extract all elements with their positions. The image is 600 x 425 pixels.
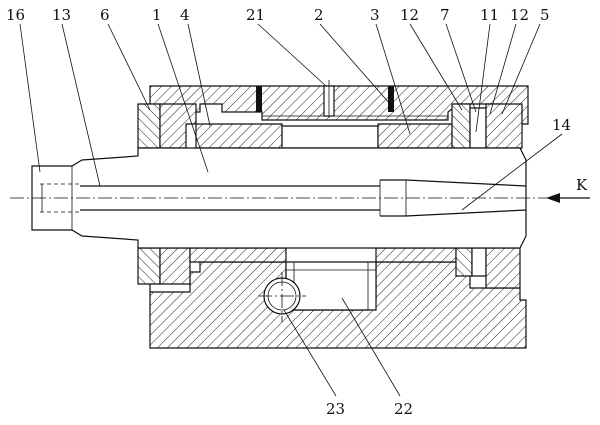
- label-3: 3: [370, 6, 380, 24]
- label-23: 23: [326, 400, 345, 418]
- label-13: 13: [52, 6, 71, 24]
- label-2: 2: [314, 6, 324, 24]
- seal-blocks-2: [256, 86, 394, 112]
- oil-pin-21: [323, 80, 335, 118]
- label-14: 14: [552, 116, 571, 134]
- bearing-sleeve-bottom: [189, 247, 457, 263]
- label-12-right: 12: [510, 6, 529, 24]
- label-5: 5: [540, 6, 550, 24]
- label-12-left: 12: [400, 6, 419, 24]
- leader-lines: [19, 23, 563, 397]
- bearing-sleeve-top: [195, 115, 453, 149]
- label-22: 22: [394, 400, 413, 418]
- view-arrow-k: [546, 193, 590, 203]
- label-4: 4: [180, 6, 190, 24]
- label-1: 1: [152, 6, 162, 24]
- label-21: 21: [246, 6, 265, 24]
- housing-bottom: [149, 261, 527, 349]
- label-6: 6: [100, 6, 110, 24]
- right-seal-group: [451, 103, 523, 289]
- label-7: 7: [440, 6, 450, 24]
- label-11: 11: [480, 6, 499, 24]
- label-k: K: [576, 176, 588, 194]
- label-16: 16: [6, 6, 25, 24]
- part-labels: 16 13 6 1 4 21 2 3 12 7 11 12 5 14 K 23 …: [6, 6, 588, 418]
